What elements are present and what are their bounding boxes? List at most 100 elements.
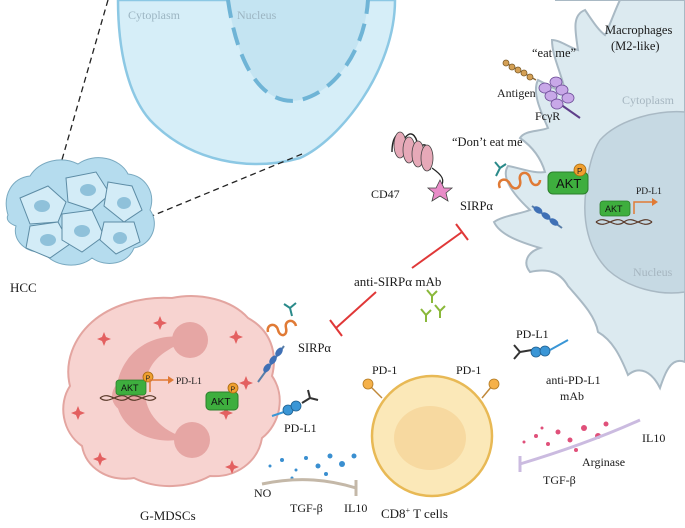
- cytokine-dot: [534, 434, 538, 438]
- label-macrophage-cytoplasm: Cytoplasm: [622, 93, 675, 107]
- granule-star: [71, 406, 85, 420]
- label-no: NO: [254, 486, 272, 500]
- cytokine-dot: [280, 458, 284, 462]
- cytokine-dot: [294, 468, 298, 472]
- label-akt-mdsc-gene: AKT: [121, 383, 139, 393]
- sirpa-macrophage-receptor: [494, 161, 563, 229]
- label-akt-mdsc: AKT: [211, 397, 230, 408]
- label-m2-like: (M2-like): [611, 39, 660, 53]
- granule-star: [153, 316, 167, 330]
- akt-bound-box: [115, 379, 147, 396]
- cytokine-dot: [324, 472, 328, 476]
- pd1-receptor-right: [488, 378, 500, 390]
- label-t-cells: T cells: [410, 506, 448, 521]
- gmdsc-membrane: [62, 295, 281, 487]
- tcell-nucleus: [394, 406, 466, 470]
- cytokine-dot: [522, 440, 526, 444]
- label-cd8: CD8: [381, 506, 406, 521]
- granule-star: [219, 406, 233, 420]
- label-dont-eat-me: “Don’t eat me”: [452, 135, 528, 149]
- hcc-nucleus: [80, 184, 96, 196]
- gmdsc-cell: [62, 295, 281, 487]
- label-p-mdsc: P: [231, 387, 236, 394]
- fcgr-domain: [549, 76, 563, 88]
- anti-sirpa-antibody-bound: [494, 161, 507, 177]
- cd8-t-cell: [362, 374, 500, 498]
- label-anti-pdl1-mab: mAb: [560, 389, 584, 403]
- anti-pdl1-antibody: [301, 389, 319, 404]
- fcgr-domain: [550, 98, 564, 110]
- label-sirpa-macrophage: SIRPα: [460, 199, 493, 213]
- phospho-macrophage: [573, 163, 587, 177]
- antigen-bead: [508, 63, 516, 71]
- inhibit-bar-mdsc: [329, 319, 343, 337]
- label-gmdscs: G-MDSCs: [140, 508, 196, 523]
- dna-strand: [99, 395, 157, 401]
- label-pd1-left: PD-1: [372, 363, 397, 377]
- granule-star: [97, 332, 111, 346]
- cd47-helix: [420, 144, 434, 172]
- pdl1-domain: [530, 346, 542, 358]
- sirpa-segment: [275, 347, 283, 357]
- antigen-bead: [526, 73, 534, 81]
- sirpa-segment: [541, 212, 551, 220]
- cd47-receptor: [391, 131, 454, 202]
- label-tgfb-left: TGF-β: [290, 501, 323, 515]
- pd1-stem-right: [481, 385, 493, 399]
- pdl1-domain: [290, 400, 302, 412]
- label-akt-macrophage-gene: AKT: [605, 204, 623, 214]
- cytokine-dot: [546, 442, 550, 446]
- label-fcgr: FcγR: [535, 109, 560, 123]
- inhibit-bar-macrophage: [455, 223, 469, 241]
- pd1-stem-left: [369, 385, 383, 399]
- label-tgfb-right: TGF-β: [543, 473, 576, 487]
- cytokine-dot: [304, 456, 308, 460]
- cytokine-dot: [567, 437, 573, 443]
- cytokine-dot: [581, 425, 587, 431]
- akt-mdsc-box: [205, 391, 239, 411]
- akt-macrophage-box: [547, 171, 589, 195]
- anti-sirpa-inhibition: [329, 223, 469, 337]
- granule-star: [225, 460, 239, 474]
- cytokine-dot: [540, 426, 544, 430]
- label-hcc: HCC: [10, 280, 37, 295]
- cytokine-dots-left: [268, 453, 357, 480]
- label-pdl1-macrophage-gene: PD-L1: [636, 187, 662, 197]
- sirpa-segment: [263, 363, 271, 373]
- label-cd8-t-cells: CD8+ T cells: [381, 506, 448, 521]
- cytokine-dot: [555, 429, 561, 435]
- label-anti-sirpa-mab: anti-SIRPα mAb: [354, 274, 441, 289]
- gmdsc-nucleus-band: [116, 336, 188, 441]
- granule-star: [239, 376, 253, 390]
- fcgr-domain: [561, 92, 575, 104]
- cytokine-dots-right: [522, 421, 609, 452]
- akt-bound-box: [599, 200, 631, 217]
- cytokine-dot: [574, 448, 578, 452]
- label-pd1-right: PD-1: [456, 363, 481, 377]
- granule-star: [229, 330, 243, 344]
- label-cd8-sup: +: [406, 506, 411, 515]
- label-p-macrophage: P: [577, 167, 582, 176]
- sirpa-coil: [497, 171, 542, 190]
- transcription-arrow-head: [652, 198, 658, 206]
- antigen-bead: [514, 66, 522, 74]
- label-akt-macrophage: AKT: [556, 176, 581, 191]
- sirpa-segment: [269, 355, 277, 365]
- free-antibodies: [420, 289, 446, 322]
- tumor-cell-nucleus: [228, 0, 368, 101]
- macrophage-gene-locus: AKT: [595, 198, 658, 225]
- secretion-bar-left: [261, 478, 357, 490]
- label-nucleus-top: Nucleus: [237, 8, 277, 22]
- tumor-cell-zoom: Cytoplasm Nucleus: [116, 0, 397, 166]
- zoom-line-left: [56, 0, 109, 178]
- label-il10-left: IL10: [344, 501, 367, 515]
- antibody-icon: [420, 308, 432, 322]
- antigen-bead: [520, 69, 528, 77]
- transcription-arrow-head: [168, 376, 174, 384]
- phospho-mdsc: [227, 382, 239, 394]
- transcription-arrow: [633, 201, 652, 214]
- hcc-nucleus: [40, 234, 56, 246]
- fcgr-domain: [555, 84, 569, 96]
